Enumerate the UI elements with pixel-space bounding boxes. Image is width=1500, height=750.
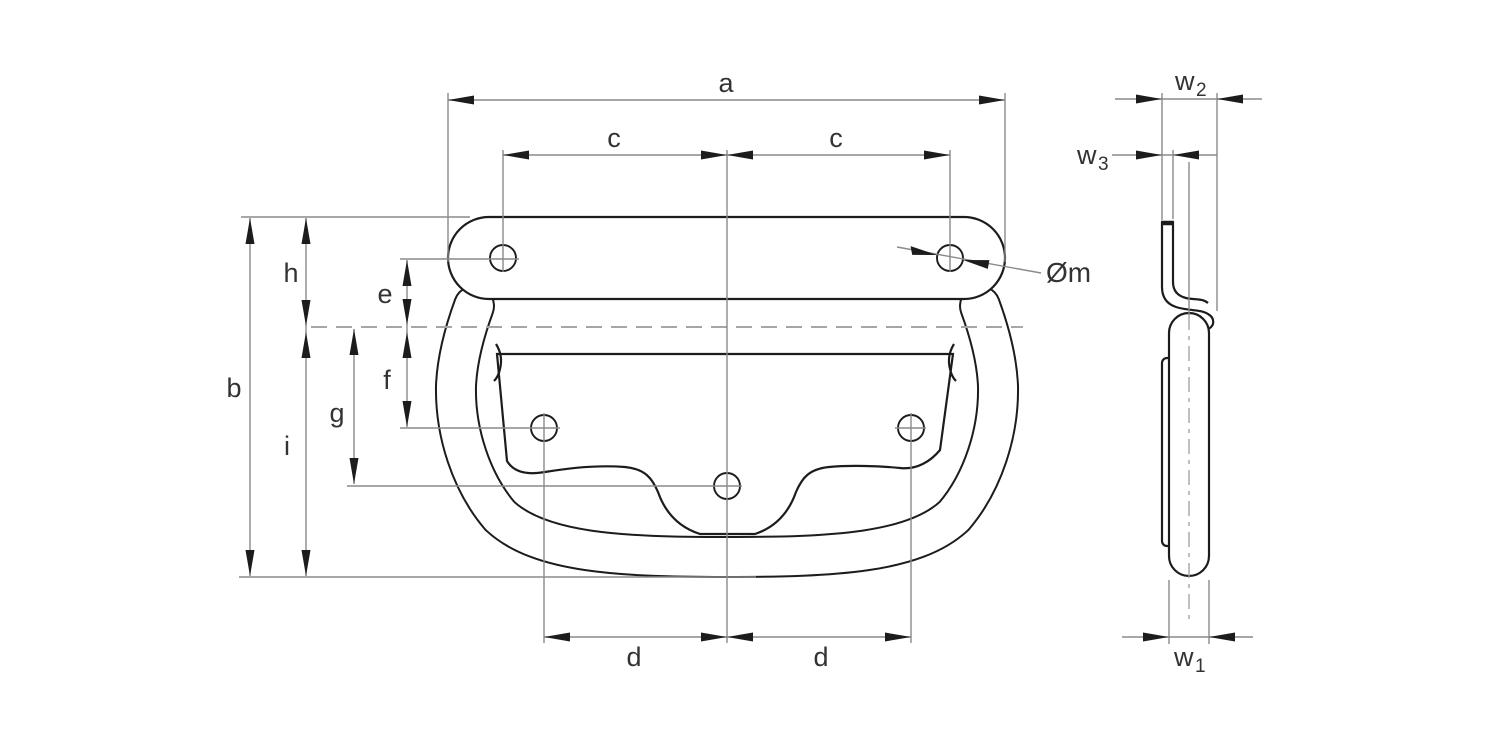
a-arrow-left	[448, 95, 474, 105]
label-w3-base: w	[1076, 140, 1097, 170]
c-arrow-left	[503, 150, 529, 160]
w3-arrow-right	[1173, 150, 1199, 160]
label-w2-sub: 2	[1196, 80, 1207, 101]
label-w1-base: w	[1173, 642, 1194, 672]
g-arrow-bottom	[349, 458, 359, 484]
label-b: b	[226, 373, 241, 403]
a-arrow-right	[979, 95, 1005, 105]
label-c-right: c	[829, 123, 843, 153]
d-arrow-center-right	[727, 632, 753, 642]
d-arrow-right	[885, 632, 911, 642]
diameter-arrow-left	[910, 246, 937, 255]
dimension-lines	[239, 93, 1262, 644]
i-arrow-bottom	[301, 550, 311, 576]
f-arrow-top	[402, 332, 412, 358]
e-arrow-top	[402, 260, 412, 286]
dimension-arrows	[245, 94, 1243, 642]
c-arrow-center-left	[701, 150, 727, 160]
e-arrow-bottom	[402, 299, 412, 325]
d-arrow-center-left	[701, 632, 727, 642]
h-arrow-top	[301, 218, 311, 244]
diameter-arrow-right	[963, 260, 990, 269]
side-top-plate-outer-edge	[1160, 222, 1215, 331]
b-arrow-top	[245, 218, 255, 244]
label-f: f	[383, 365, 391, 395]
b-arrow-bottom	[245, 550, 255, 576]
label-w3-sub: 3	[1098, 154, 1109, 175]
label-c-left: c	[607, 123, 621, 153]
label-diameter-m: Øm	[1046, 257, 1091, 288]
right-pivot-knuckle	[947, 343, 957, 382]
back-plate-outline	[495, 352, 955, 536]
d-arrow-left	[544, 632, 570, 642]
i-arrow-top	[301, 332, 311, 358]
w2-arrow-right	[1217, 94, 1243, 104]
label-g: g	[329, 398, 344, 428]
label-w1-sub: 1	[1195, 656, 1206, 677]
w1-arrow-left	[1143, 632, 1169, 642]
label-w2-base: w	[1174, 66, 1195, 96]
label-a: a	[718, 68, 734, 98]
f-arrow-bottom	[402, 401, 412, 427]
c-arrow-center-right	[727, 150, 753, 160]
c-arrow-right	[924, 150, 950, 160]
label-e: e	[377, 279, 392, 309]
label-d-left: d	[626, 642, 641, 672]
side-top-plate-inner-edge	[1171, 222, 1209, 304]
side-view	[1160, 220, 1215, 578]
label-d-right: d	[813, 642, 828, 672]
w3-arrow-left	[1136, 150, 1162, 160]
w2-arrow-left	[1136, 94, 1162, 104]
label-h: h	[283, 258, 298, 288]
label-i: i	[284, 431, 290, 461]
h-arrow-bottom	[301, 300, 311, 326]
centerlines	[311, 162, 1190, 622]
g-arrow-top	[349, 329, 359, 355]
left-pivot-knuckle	[493, 343, 503, 382]
w1-arrow-right	[1209, 632, 1235, 642]
dimension-labels: a c c b h i e f g d d Øm w 2 w 3 w 1	[226, 66, 1206, 677]
